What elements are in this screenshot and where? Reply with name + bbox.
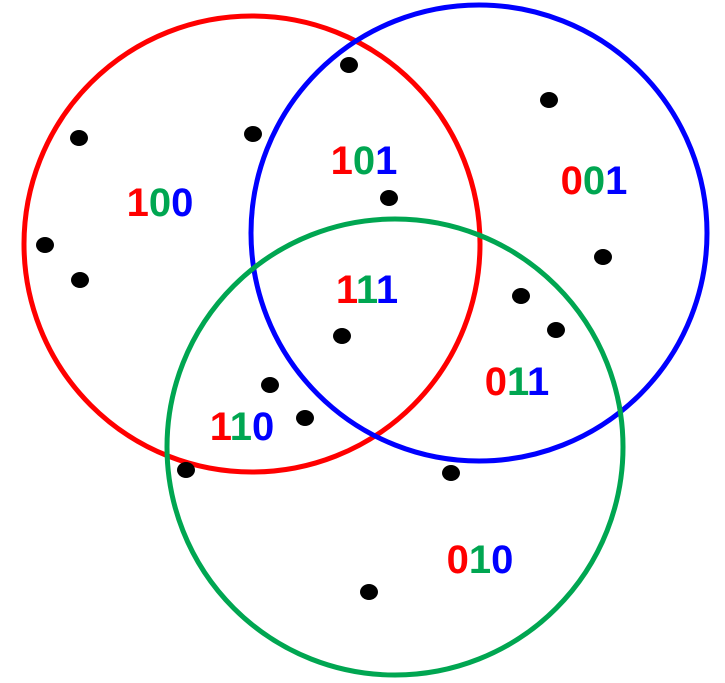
- label-digit: 0: [447, 538, 469, 582]
- point: [71, 272, 89, 288]
- points-group: [36, 57, 612, 600]
- point: [340, 57, 358, 73]
- region-label-001: 001: [561, 159, 628, 203]
- region-label-010: 010: [447, 538, 514, 582]
- label-digit: 0: [353, 139, 375, 183]
- point: [540, 92, 558, 108]
- region-label-011: 011: [485, 360, 550, 404]
- label-digit: 1: [331, 139, 353, 183]
- label-digit: 1: [356, 268, 378, 312]
- point: [512, 288, 530, 304]
- label-digit: 1: [605, 159, 627, 203]
- label-digit: 1: [230, 405, 252, 449]
- point: [547, 322, 565, 338]
- region-label-101: 101: [331, 139, 398, 183]
- point: [442, 465, 460, 481]
- region-label-100: 100: [127, 181, 194, 225]
- point: [594, 249, 612, 265]
- point: [380, 190, 398, 206]
- point: [70, 130, 88, 146]
- label-digit: 0: [171, 181, 193, 225]
- point: [36, 237, 54, 253]
- point: [333, 328, 351, 344]
- label-digit: 1: [507, 360, 529, 404]
- point: [261, 377, 279, 393]
- label-digit: 0: [583, 159, 605, 203]
- point: [177, 462, 195, 478]
- label-digit: 1: [210, 405, 232, 449]
- red-set-circle: [21, 13, 483, 475]
- label-digit: 0: [252, 405, 274, 449]
- green-set-circle: [164, 216, 626, 678]
- point: [244, 126, 262, 142]
- blue-set-circle: [248, 2, 710, 464]
- label-digit: 0: [149, 181, 171, 225]
- label-digit: 1: [469, 538, 491, 582]
- label-digit: 1: [376, 268, 398, 312]
- label-digit: 1: [336, 268, 358, 312]
- label-digit: 1: [127, 181, 149, 225]
- label-digit: 1: [375, 139, 397, 183]
- region-label-110: 110: [210, 405, 275, 449]
- region-label-111: 111: [336, 268, 398, 312]
- point: [360, 584, 378, 600]
- label-digit: 1: [527, 360, 549, 404]
- label-digit: 0: [561, 159, 583, 203]
- point: [296, 410, 314, 426]
- label-digit: 0: [491, 538, 513, 582]
- label-digit: 0: [485, 360, 507, 404]
